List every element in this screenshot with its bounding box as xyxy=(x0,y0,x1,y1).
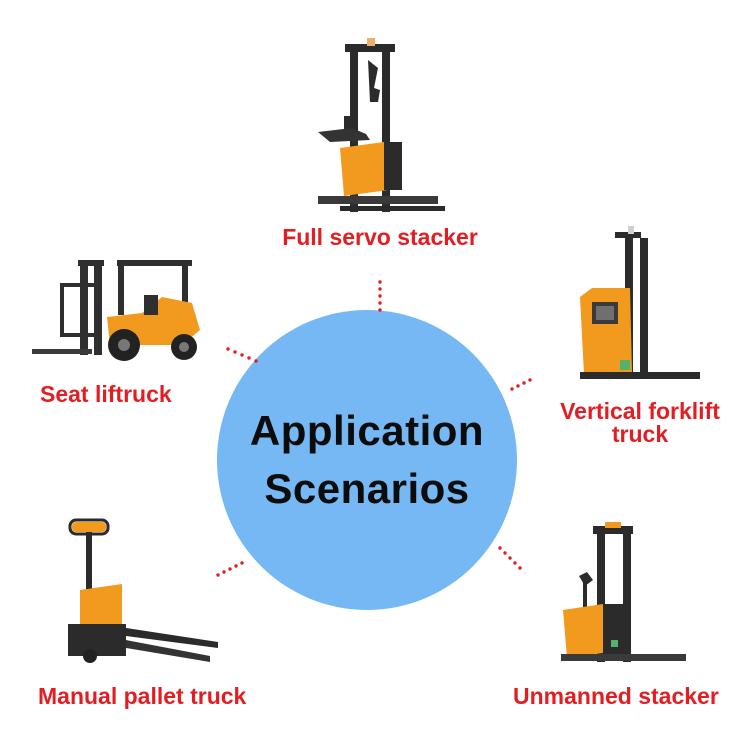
center-title-line1: Application xyxy=(249,407,485,454)
label-vertical-forklift-line1: Vertical forklift xyxy=(560,398,720,424)
manual-pallet-truck-image xyxy=(68,518,218,663)
center-circle: Application Scenarios xyxy=(217,310,517,610)
full-servo-stacker-image xyxy=(318,38,445,212)
unmanned-stacker-image xyxy=(561,522,686,662)
center-title-line2: Scenarios xyxy=(264,465,470,512)
label-vertical-forklift-line2: truck xyxy=(611,421,669,447)
label-seat-liftruck: Seat liftruck xyxy=(40,381,172,407)
label-unmanned-stacker: Unmanned stacker xyxy=(513,683,719,709)
label-manual-pallet-truck: Manual pallet truck xyxy=(38,683,247,709)
seat-liftruck-image xyxy=(32,260,200,361)
label-full-servo-stacker: Full servo stacker xyxy=(282,224,478,250)
vertical-forklift-truck-image xyxy=(580,226,700,379)
